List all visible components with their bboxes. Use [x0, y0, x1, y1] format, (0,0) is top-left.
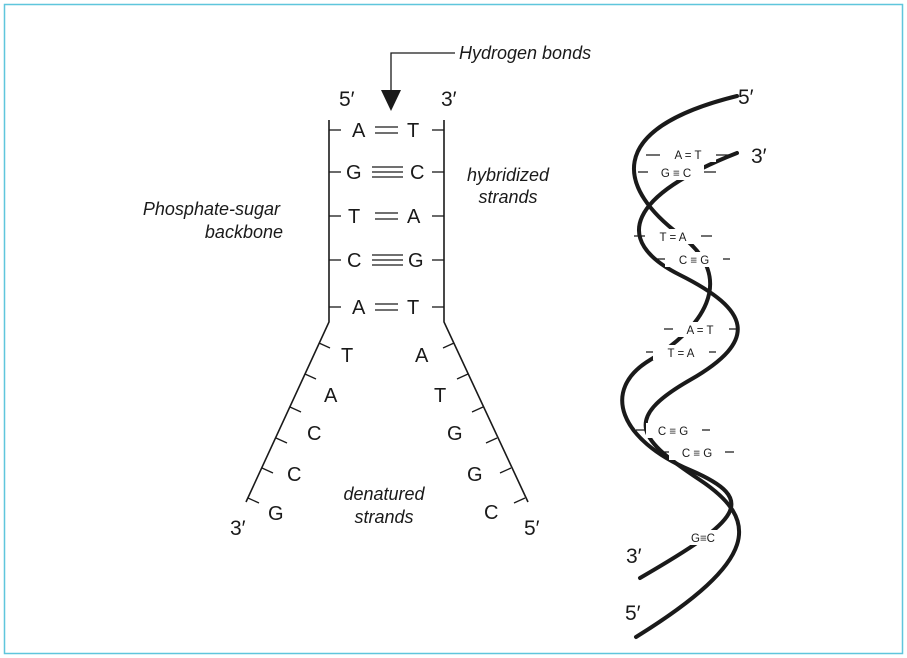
denatured-label: strands	[354, 507, 413, 527]
denatured-label: denatured	[343, 484, 425, 504]
ladder-top-three-prime: 3′	[441, 88, 457, 111]
backbone-label: backbone	[205, 222, 283, 242]
denatured-base-right: T	[434, 385, 446, 407]
helix-top-five-prime: 5′	[738, 86, 754, 109]
backbone-label: Phosphate-sugar	[143, 199, 281, 219]
helix-pair-label: A = T	[675, 150, 702, 162]
helix-pair-label: A = T	[687, 325, 714, 337]
helix-bottom-five-prime: 5′	[625, 602, 641, 625]
ladder-base-left: G	[346, 162, 362, 184]
ladder-base-left: C	[347, 250, 361, 272]
ladder-base-right: A	[407, 206, 421, 228]
ladder-base-left: A	[352, 297, 366, 319]
helix-top-three-prime: 3′	[751, 145, 767, 168]
hybridized-label: strands	[478, 187, 537, 207]
denatured-base-left: A	[324, 385, 338, 407]
helix-pair-label: G≡C	[691, 533, 715, 545]
denatured-base-left: C	[287, 464, 301, 486]
ladder-base-right: T	[407, 297, 419, 319]
hydrogen-bonds-arrow-line	[391, 53, 455, 92]
ladder-base-right: T	[407, 120, 419, 142]
ladder-base-left: A	[352, 120, 366, 142]
helix-pair-label: T = A	[668, 348, 695, 360]
denatured-right-five-prime: 5′	[524, 517, 540, 540]
helix-pair-label: G ≡ C	[661, 168, 691, 180]
denatured-base-left: C	[307, 423, 321, 445]
ladder-top-five-prime: 5′	[339, 88, 355, 111]
helix-bottom-three-prime: 3′	[626, 545, 642, 568]
helix-strand-b	[636, 153, 739, 637]
hydrogen-bond-lines	[372, 127, 403, 310]
helix-pair-label: C ≡ G	[679, 255, 709, 267]
denatured-base-right: G	[467, 464, 483, 486]
helix-pair-ticks	[634, 155, 736, 452]
hydrogen-bonds-label: Hydrogen bonds	[459, 43, 591, 63]
denatured-base-right: G	[447, 423, 463, 445]
denatured-left-three-prime: 3′	[230, 517, 246, 540]
helix-pair-label: C ≡ G	[682, 448, 712, 460]
denatured-base-right: A	[415, 345, 429, 367]
ladder-base-right: C	[410, 162, 424, 184]
hydrogen-bonds-arrowhead	[381, 90, 401, 111]
denatured-base-left: T	[341, 345, 353, 367]
hybridized-label: hybridized	[467, 165, 550, 185]
helix-pair-label: T = A	[660, 232, 687, 244]
denatured-base-right: C	[484, 502, 498, 524]
ladder-base-right: G	[408, 250, 424, 272]
ladder-base-left: T	[348, 206, 360, 228]
denatured-base-left: G	[268, 503, 284, 525]
helix-pair-label: C ≡ G	[658, 426, 688, 438]
